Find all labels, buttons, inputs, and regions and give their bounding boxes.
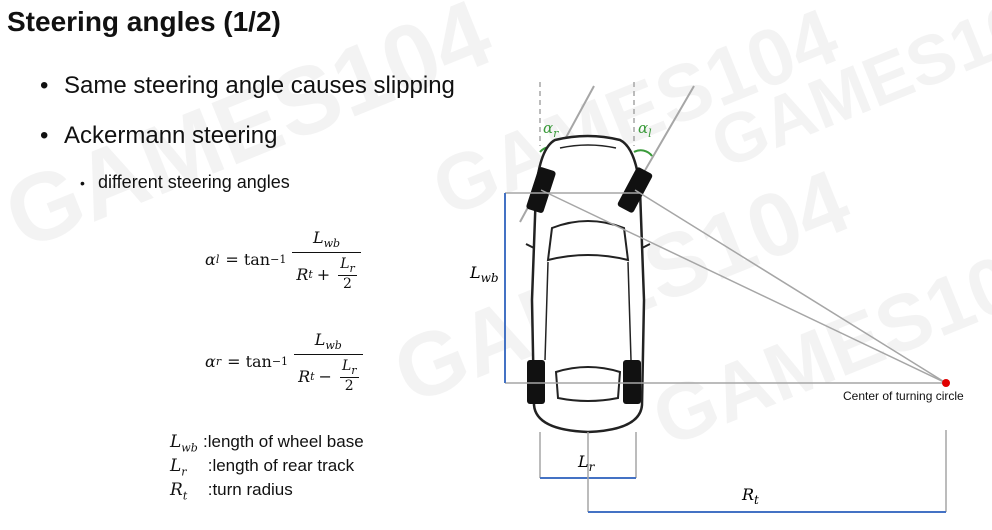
bullet-item: • Same steering angle causes slipping	[40, 72, 455, 100]
formula-lhs: α	[205, 352, 216, 372]
center-of-turning-circle-label: Center of turning circle	[843, 389, 964, 403]
label-wheelbase: Lwb	[469, 263, 499, 285]
radius-line-front-right	[540, 189, 947, 384]
bullet-text: Same steering angle causes slipping	[64, 72, 455, 99]
label-alpha-l: αl	[638, 119, 652, 140]
legend-symbol: Rt	[170, 480, 188, 503]
turning-center-point	[942, 379, 950, 387]
formula-tan: = tan	[227, 352, 272, 372]
formula-subfraction: Lr 2	[338, 256, 357, 292]
legend-text: :length of rear track	[203, 456, 355, 475]
wheel-rear-right	[527, 360, 545, 404]
car-outline	[525, 134, 651, 434]
label-alpha-r: αr	[543, 119, 559, 140]
legend-text: :length of wheel base	[203, 432, 364, 451]
label-turn-radius: Rt	[741, 485, 759, 507]
formula-lhs-sub: r	[215, 355, 222, 369]
formula-numerator: Lwb	[313, 228, 341, 251]
symbol-legend: Lwb :length of wheel base Lr :length of r…	[170, 432, 364, 504]
bullet-dot: •	[80, 175, 85, 191]
formula-lhs: α	[205, 250, 216, 270]
angle-arc-alpha-l	[633, 149, 653, 157]
formula-sup: −1	[271, 355, 289, 369]
legend-row: Lr :length of rear track	[170, 456, 364, 480]
legend-text: :turn radius	[203, 480, 293, 499]
legend-symbol: Lwb	[170, 432, 198, 455]
sub-bullet-item: • different steering angles	[80, 172, 290, 193]
slide-title: Steering angles (1/2)	[7, 6, 281, 37]
formula-sup: −1	[270, 253, 287, 267]
label-rear-track: Lr	[577, 452, 596, 474]
formula-tan: = tan	[225, 250, 271, 270]
bullet-item: • Ackermann steering	[40, 122, 277, 150]
formula-lhs-sub: l	[215, 253, 220, 267]
legend-symbol: Lr	[170, 456, 187, 479]
sub-bullet-text: different steering angles	[98, 172, 290, 192]
bullet-text: Ackermann steering	[64, 122, 278, 149]
radius-line-front-left	[634, 189, 947, 384]
formula-numerator: Lwb	[314, 330, 342, 353]
legend-row: Rt :turn radius	[170, 480, 364, 504]
wheel-rear-left	[623, 360, 641, 404]
legend-row: Lwb :length of wheel base	[170, 432, 364, 456]
bullet-dot: •	[40, 72, 49, 99]
bullet-dot: •	[40, 122, 49, 149]
formula-subfraction: Lr 2	[339, 358, 359, 394]
